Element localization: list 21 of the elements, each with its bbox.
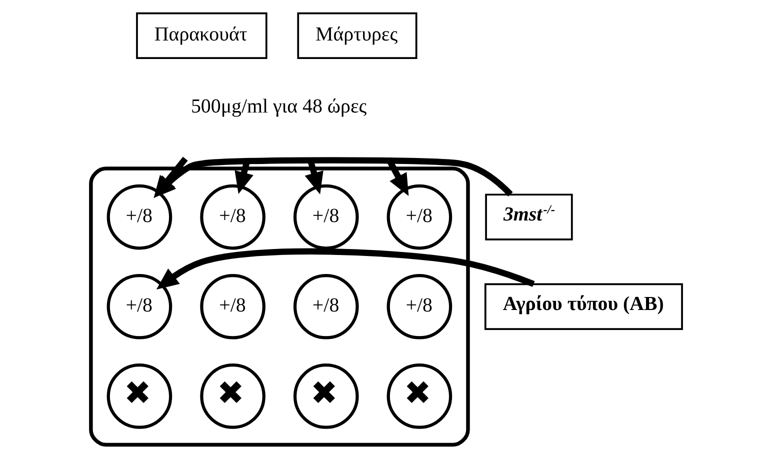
node-circle: +/8	[200, 184, 266, 250]
node-circle: +/8	[200, 274, 266, 340]
arrow	[234, 158, 254, 194]
node-circle: ✖	[106, 364, 172, 429]
node-circle: +/8	[386, 274, 452, 340]
node-circle: +/8	[293, 184, 359, 250]
node-circle: ✖	[386, 364, 452, 429]
node-circle: +/8	[106, 274, 172, 340]
arrow	[156, 248, 535, 290]
node-box: Παρακουάτ	[136, 12, 268, 60]
node-box: Μάρτυρες	[297, 12, 418, 60]
node-circle: ✖	[200, 364, 266, 429]
node-circle: +/8	[106, 184, 172, 250]
node-circle: +/8	[386, 184, 452, 250]
label: 500μg/ml για 48 ώρες	[190, 96, 367, 118]
node-circle: +/8	[293, 274, 359, 340]
cluster	[89, 166, 470, 447]
node-box: Αγρίου τύπου (ΑΒ)	[484, 283, 683, 330]
node-box: 3mst$^{-/-}$	[485, 194, 573, 240]
node-circle: ✖	[293, 364, 359, 429]
arrow	[386, 157, 409, 196]
